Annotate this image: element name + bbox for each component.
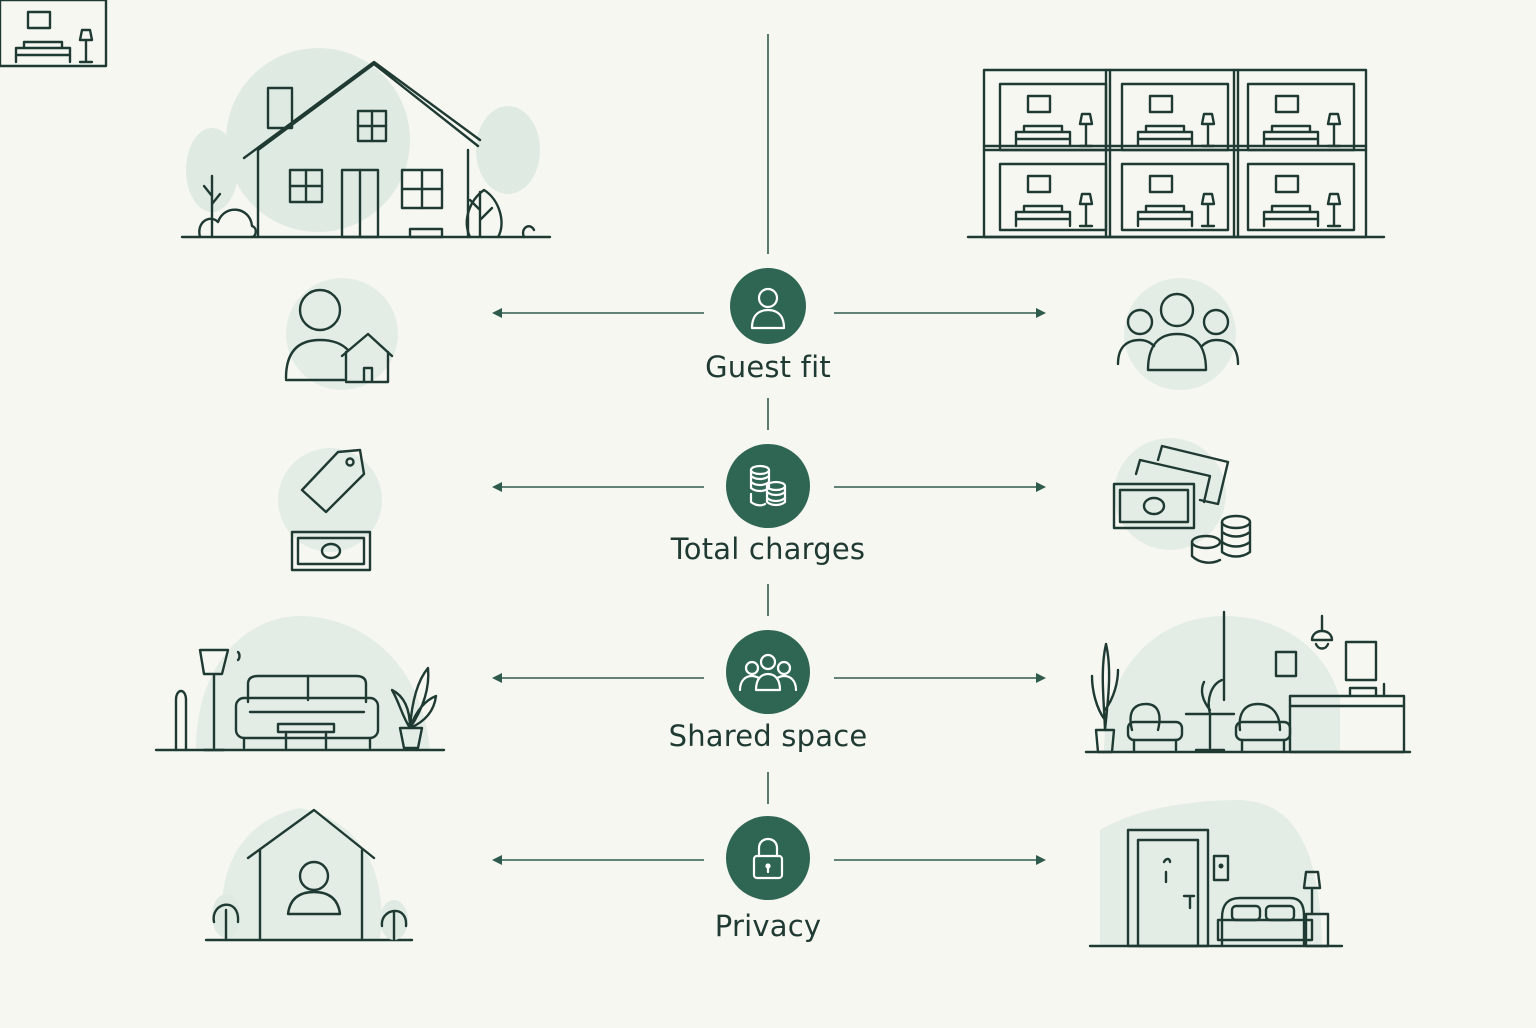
arrow-right xyxy=(834,855,1046,865)
arrow-left xyxy=(492,482,704,492)
hotel-room-illustration xyxy=(1088,800,1344,948)
group-icon-right xyxy=(1116,278,1240,390)
label-privacy: Privacy xyxy=(714,909,822,943)
arrow-left xyxy=(492,855,704,865)
arrow-left xyxy=(492,308,704,318)
row-privacy xyxy=(204,800,1344,948)
arrow-left xyxy=(492,673,704,683)
label-total-charges: Total charges xyxy=(670,532,866,566)
arrow-right xyxy=(834,308,1046,318)
hotel-illustration xyxy=(0,0,1386,239)
home-person-illustration xyxy=(204,808,414,942)
lock-icon xyxy=(726,816,810,900)
person-home-icon xyxy=(284,278,398,390)
cash-stack-icon xyxy=(1112,438,1252,564)
house-illustration xyxy=(180,48,552,239)
person-icon xyxy=(730,268,806,344)
label-guest-fit: Guest fit xyxy=(705,350,831,384)
hotel-lobby-illustration xyxy=(1084,610,1412,754)
group-icon xyxy=(726,630,810,714)
arrow-right xyxy=(834,482,1046,492)
living-room-illustration xyxy=(154,616,446,752)
arrow-right xyxy=(834,673,1046,683)
price-tag-icon xyxy=(278,448,382,572)
row-shared-space xyxy=(154,610,1412,754)
row-total-charges xyxy=(278,438,1252,572)
label-shared-space: Shared space xyxy=(668,719,868,753)
row-guest-fit xyxy=(284,268,1240,390)
coins-icon xyxy=(726,444,810,528)
